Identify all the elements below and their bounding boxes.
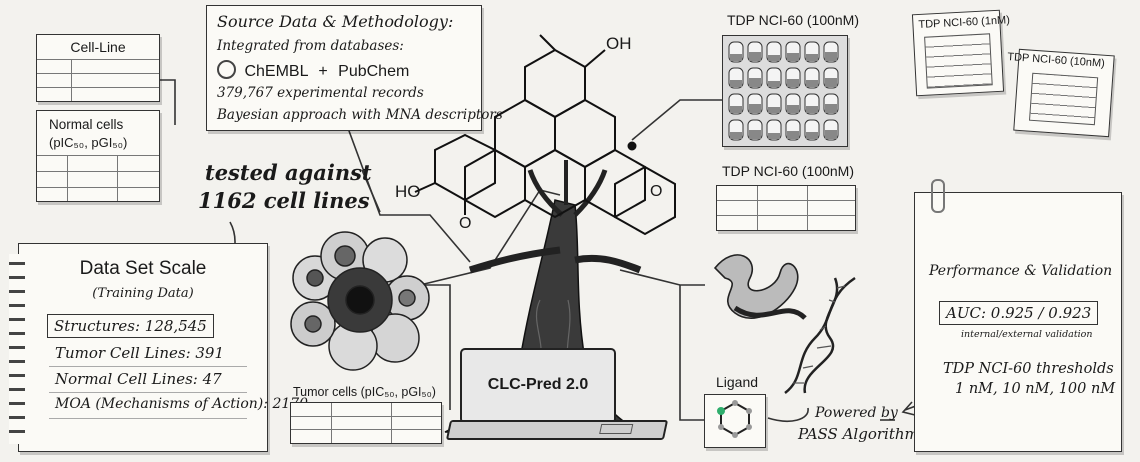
tdp-table-title: TDP NCI-60 (100nM) — [722, 163, 855, 179]
tdp-1nm-grid — [924, 33, 993, 89]
chembl-icon — [217, 60, 236, 79]
tdp-plate-title: TDP NCI-60 (100nM) — [727, 12, 860, 28]
pubchem-label: PubChem — [338, 63, 410, 80]
cell-line-table: Cell-Line — [36, 34, 160, 102]
database-row: ChEMBL + PubChem — [217, 60, 409, 81]
thresholds-title: TDP NCI-60 thresholds — [943, 361, 1114, 377]
dataset-title: Data Set Scale — [79, 258, 207, 279]
cell-lines-count: 1162 cell lines — [198, 188, 370, 213]
tdp-1nm-title: TDP NCI-60 (1nM) — [918, 14, 1011, 32]
tumor-cell-cluster-icon — [290, 231, 430, 371]
source-title: Source Data & Methodology: — [217, 12, 454, 31]
molecule-ho-left: HO — [395, 182, 421, 201]
tdp-plate — [722, 35, 848, 147]
normal-cells-title: Normal cells — [49, 117, 124, 132]
source-records: 379,767 experimental records — [217, 85, 424, 101]
dataset-tumor-lines: Tumor Cell Lines: 391 — [55, 344, 225, 362]
trackpad — [599, 424, 634, 434]
source-method: Bayesian approach with MNA descriptors — [217, 107, 503, 123]
dataset-structures: Structures: 128,545 — [47, 314, 214, 338]
spiral-binding — [9, 254, 25, 444]
performance-validation-box: Performance & Validation AUC: 0.925 / 0.… — [914, 179, 1122, 452]
tdp-table — [716, 185, 856, 231]
branch-left — [419, 189, 561, 286]
laptop-label: CLC-Pred 2.0 — [487, 376, 589, 393]
tumor-cells-title: Tumor cells (pIC₅₀, pGI₅₀) — [293, 385, 436, 399]
tumor-cells-table — [290, 402, 442, 444]
tdp-10nm-title: TDP NCI-60 (10nM) — [1006, 50, 1106, 70]
cell-line-title: Cell-Line — [70, 39, 126, 55]
normal-cells-units: (pIC₅₀, pGI₅₀) — [49, 135, 128, 150]
tested-against-label: tested against — [205, 160, 372, 185]
thresholds-values: 1 nM, 10 nM, 100 nM — [955, 381, 1116, 397]
tdp-1nm-paper: TDP NCI-60 (1nM) — [911, 9, 1010, 97]
performance-title: Performance & Validation — [929, 263, 1113, 279]
auc-note: internal/external validation — [961, 329, 1093, 340]
dataset-subtitle: (Training Data) — [92, 286, 194, 301]
laptop-screen: CLC-Pred 2.0 — [460, 348, 616, 424]
source-data-box: Source Data & Methodology: Integrated fr… — [206, 5, 503, 131]
source-line-databases: Integrated from databases: — [217, 38, 404, 54]
pass-algorithm-label: PASS Algorithm — [798, 425, 919, 443]
data-set-notebook: Data Set Scale (Training Data) Structure… — [9, 243, 308, 452]
molecule-o-keto: O — [459, 215, 472, 232]
tdp-10nm-paper: TDP NCI-60 (10nM) — [1007, 48, 1115, 138]
molecule-o-ring: O — [650, 183, 663, 200]
plus-sign: + — [318, 63, 328, 80]
test-tube-grid-icon — [728, 41, 839, 141]
ligand-label: Ligand — [716, 374, 759, 390]
normal-cells-table: Normal cells (pIC₅₀, pGI₅₀) — [36, 110, 160, 202]
connector-plate — [631, 99, 722, 141]
paper-clip-icon — [931, 179, 945, 213]
molecule-oh-top: OH — [606, 34, 632, 53]
protein-dna-icon — [713, 254, 856, 394]
ligand-box — [704, 394, 766, 448]
tdp-10nm-grid — [1028, 72, 1099, 126]
chembl-label: ChEMBL — [244, 63, 308, 80]
powered-by-label: Powered by — [815, 405, 898, 421]
molecule-drawing — [414, 34, 676, 236]
dataset-moa: MOA (Mechanisms of Action): 2170 — [55, 396, 309, 412]
benzene-ring-icon — [717, 400, 752, 438]
branch-right — [619, 269, 705, 286]
dna-helix — [784, 276, 856, 394]
laptop-keyboard — [445, 420, 669, 440]
auc-value: AUC: 0.925 / 0.923 — [939, 301, 1099, 325]
dataset-normal-lines: Normal Cell Lines: 47 — [55, 370, 222, 388]
